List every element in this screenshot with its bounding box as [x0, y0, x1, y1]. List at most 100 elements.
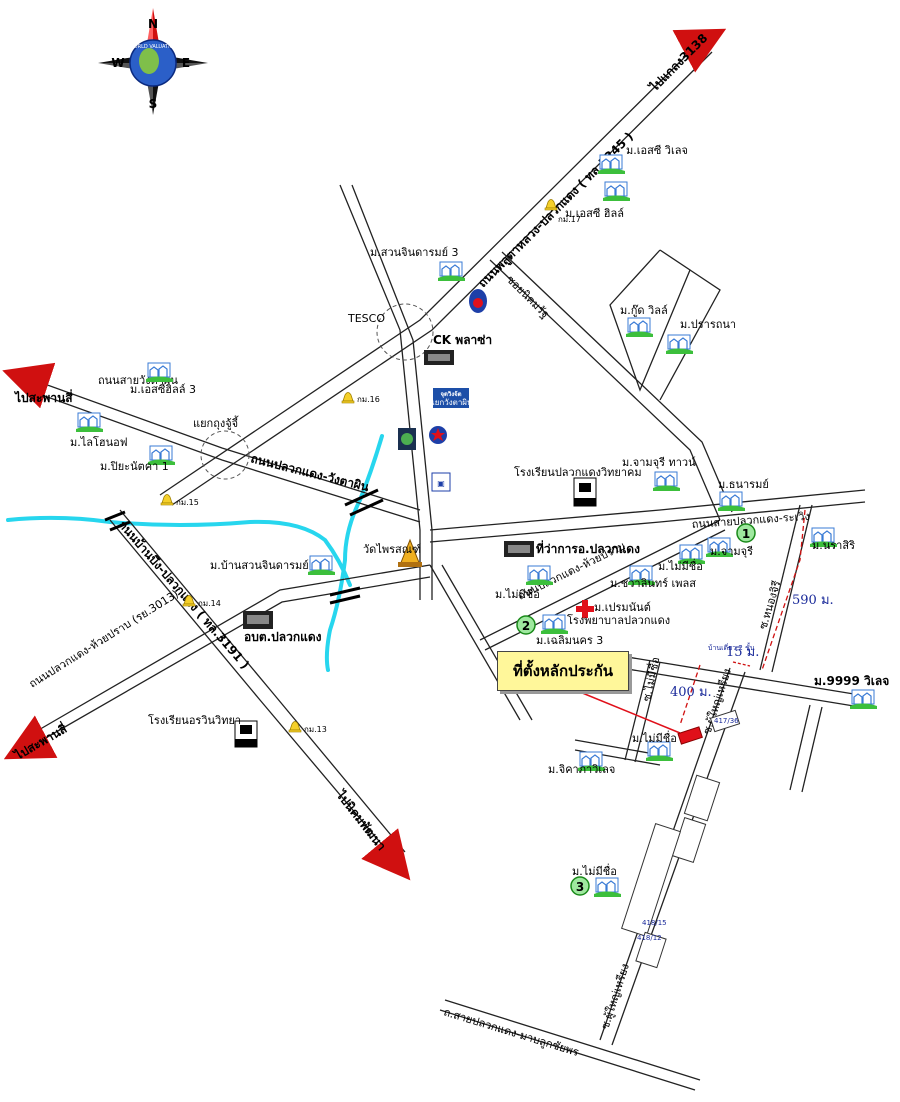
- place-label: ม.ปิยะนัตคา 1: [100, 460, 169, 473]
- distance-label: 15 ม.: [726, 645, 759, 660]
- village-icon: [525, 565, 554, 586]
- place-label: ม.เปรมนันต์: [594, 601, 651, 614]
- village-icon: [307, 555, 336, 576]
- place-label: ม.ธนารมย์: [718, 478, 769, 491]
- compass-north: N: [148, 17, 158, 31]
- star-logo-icon: [429, 426, 447, 444]
- gas-station-icon: [398, 428, 416, 450]
- bridge-icon: [104, 488, 384, 605]
- village-icon: [75, 412, 104, 433]
- place-label: ม.บ้านสวนจินดารมย์: [210, 559, 309, 572]
- compass-east: E: [182, 56, 190, 70]
- km-marker-icon: [160, 494, 174, 506]
- place-label: ม.สวนจินดารมย์ 3: [370, 246, 459, 259]
- km-label: กม.14: [198, 599, 221, 608]
- compass-rose: N S W E WORLD VALUATION: [98, 8, 208, 115]
- road-label-3013: ถนนปลวกแดง-ห้วยปราบ (รย.3013): [27, 587, 181, 690]
- village-icon: [540, 614, 569, 635]
- place-label: ม.จามจุรี: [710, 545, 753, 558]
- collateral-location-label: ที่ตั้งหลักประกัน: [497, 651, 629, 691]
- place-label: ม.ไลโฮนอฟ: [70, 435, 128, 449]
- direction-to-saphan-si-top: ไปสะพานสี่: [13, 389, 73, 405]
- numbered-marker: 3: [570, 876, 590, 896]
- road-network: [27, 41, 866, 1091]
- house-number: 418/15: [642, 919, 667, 927]
- tesco-text: จุดวิงจ้ต: [440, 390, 461, 398]
- place-label: ม.ไม่มีชื่อ: [658, 558, 703, 573]
- place-label: ม.เอสซี ฮิลล์: [565, 207, 624, 220]
- place-label: ม.ไม่มีชื่อ: [495, 586, 540, 601]
- house-number: 417/36: [714, 717, 739, 725]
- school-icon: [573, 477, 597, 507]
- target-marker: [677, 726, 703, 745]
- temple-icon: [398, 538, 422, 567]
- km-label: กม.13: [304, 725, 327, 734]
- hospital-icon: [576, 600, 594, 618]
- village-icon: [665, 334, 694, 355]
- km-label: กม.17: [558, 215, 581, 224]
- village-icon: [593, 877, 622, 898]
- km-label: กม.16: [357, 395, 380, 404]
- place-label: ม.ไม่มีชื่อ: [632, 730, 677, 745]
- tesco-lotus-logo: จุดวิงจ้ต แยกวังตาผิน: [430, 388, 473, 408]
- gas-station-icon: [469, 289, 487, 313]
- target-pointer-line: [574, 689, 681, 734]
- village-icon: [437, 261, 466, 282]
- svg-text:2: 2: [522, 619, 530, 633]
- svg-text:▣: ▣: [437, 479, 445, 488]
- svg-text:3: 3: [576, 880, 584, 894]
- place-label: ม.เฉลิมนคร 3: [536, 634, 603, 647]
- km-marker-icon: [341, 392, 355, 404]
- river: [6, 434, 384, 672]
- place-label: อบต.ปลวกแดง: [244, 630, 322, 644]
- lotus-text: แยกวังตาผิน: [430, 398, 473, 407]
- road-label-soi-nikhom: ซอยนิคมรัฐ: [504, 273, 552, 321]
- junction-label-wangtaphin: แยกถุงจู้จี้: [193, 415, 239, 430]
- place-label: ม.กู๊ด วิลล์: [620, 304, 668, 317]
- place-label: ม.จิคาภาวิเลจ: [548, 763, 615, 776]
- place-label: ม.เอสซีฮิลล์ 3: [130, 383, 196, 396]
- place-label: ม.นราสิริ: [812, 539, 855, 552]
- school-icon: [234, 720, 258, 748]
- distance-line-400: [679, 664, 701, 726]
- direction-arrows: [2, 28, 727, 881]
- km-marker-icon: [288, 721, 302, 733]
- direction-to-nikhom: ไปนิคมพัฒนา: [332, 786, 389, 853]
- village-icon: [849, 689, 878, 710]
- place-label: CK พลาซ่า: [433, 333, 492, 347]
- place-label: โรงพยาบาลปลวกแดง: [567, 613, 670, 627]
- numbered-marker: 2: [516, 615, 536, 635]
- village-icon: [717, 491, 746, 512]
- government-building-icon: [504, 541, 534, 557]
- compass-south: S: [149, 97, 158, 111]
- place-label: ม.เอสซี วิเลจ: [626, 144, 688, 157]
- road-label-saipluakdaeng-map: ถ.สายปลวกแดง-มาบลูกชัยพร: [442, 1005, 580, 1059]
- km-label: กม.15: [176, 498, 199, 507]
- house-number: 418/12: [637, 934, 662, 942]
- road-label-soi-mai-mi-chue: ซ.ไม่มีชื่อ: [638, 655, 662, 702]
- shopping-plaza-icon: [424, 350, 454, 365]
- junction-label-thung: TESCO: [347, 312, 385, 325]
- village-icon: [625, 317, 654, 338]
- compass-west: W: [111, 56, 124, 70]
- place-label: วัดไพรสณฑ์: [363, 543, 421, 556]
- village-icon: [652, 471, 681, 492]
- direction-to-saphan-si-mid: ไปสะพานสี่: [10, 720, 70, 764]
- distance-line-590: [761, 509, 806, 671]
- place-label: ม.ชวาลินทร์ เพลส: [610, 577, 696, 590]
- junction-circle-thung: [376, 303, 434, 361]
- place-label: ม.ไม่มีชื่อ: [572, 863, 617, 878]
- distance-label: 590 ม.: [792, 593, 834, 608]
- numbered-marker: 1: [736, 523, 756, 543]
- tessaban-building-icon: [243, 611, 273, 629]
- junction-label-dug: บ้านเดี่ยว 2 ชั้น: [708, 641, 755, 652]
- place-label: ม.9999 วิเลจ: [814, 674, 889, 688]
- junction-circle-wangtaphin: [200, 430, 250, 480]
- compass-logo-text: WORLD VALUATION: [129, 44, 178, 50]
- row-houses: [621, 709, 741, 969]
- distance-label: 400 ม.: [670, 685, 712, 700]
- place-label: ที่ว่าการอ.ปลวกแดง: [536, 540, 640, 556]
- bank-icon: ▣: [431, 472, 451, 492]
